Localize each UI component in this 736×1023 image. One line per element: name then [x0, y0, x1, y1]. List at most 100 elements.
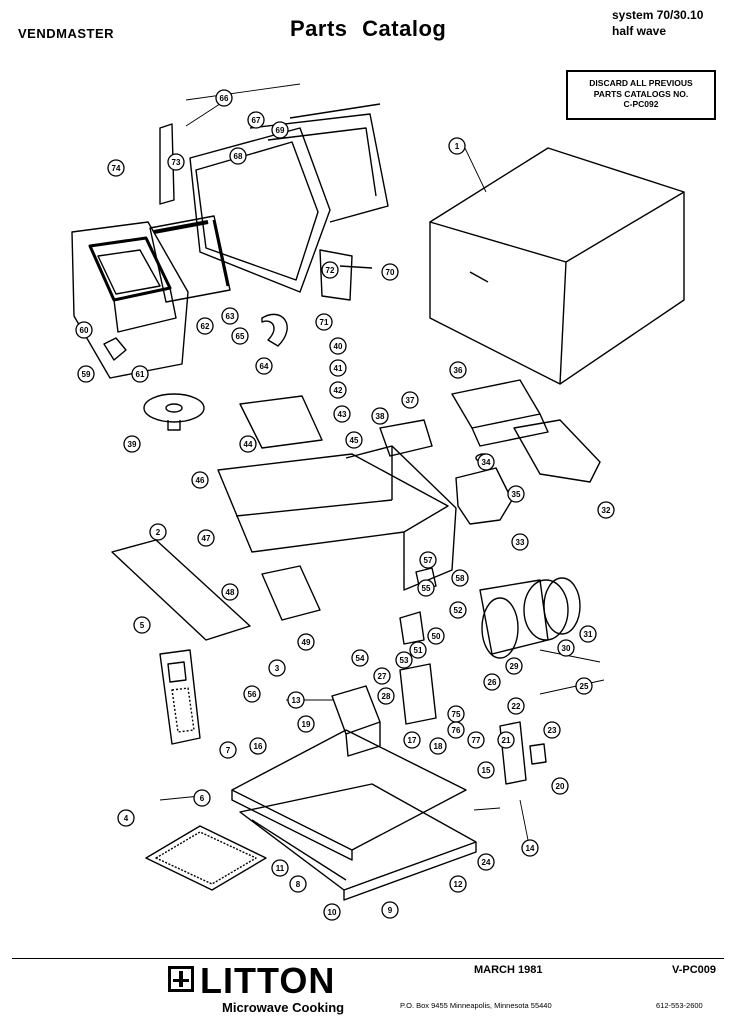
callout-circle	[377, 687, 395, 705]
callout-number: 42	[334, 386, 343, 395]
callout-circle	[597, 501, 615, 519]
callout-number: 9	[388, 906, 393, 915]
callout-37: 37	[401, 391, 419, 409]
callout-43: 43	[333, 405, 351, 423]
callout-24: 24	[477, 853, 495, 871]
callout-circle	[373, 667, 391, 685]
catalog-date: MARCH 1981	[474, 964, 543, 976]
callout-53: 53	[395, 651, 413, 669]
bottom-tray-part	[239, 783, 477, 901]
callout-circle	[131, 365, 149, 383]
callout-50: 50	[427, 627, 445, 645]
callout-number: 47	[202, 534, 211, 543]
callout-circle	[381, 263, 399, 281]
callout-64: 64	[255, 357, 273, 375]
callout-circle	[149, 523, 167, 541]
callout-number: 59	[82, 370, 91, 379]
callout-number: 35	[512, 490, 521, 499]
callout-number: 24	[482, 858, 491, 867]
callout-12: 12	[449, 875, 467, 893]
callout-40: 40	[329, 337, 347, 355]
callout-number: 40	[334, 342, 343, 351]
callout-circle	[231, 327, 249, 345]
callout-circle	[557, 639, 575, 657]
callout-circle	[449, 361, 467, 379]
callout-number: 41	[334, 364, 343, 373]
callout-number: 53	[400, 656, 409, 665]
callout-circle	[229, 147, 247, 165]
callout-circle	[221, 307, 239, 325]
callout-number: 19	[302, 720, 311, 729]
callout-31: 31	[579, 625, 597, 643]
callout-23: 23	[543, 721, 561, 739]
callout-number: 56	[248, 690, 257, 699]
callout-circle	[133, 616, 151, 634]
callout-circle	[243, 685, 261, 703]
callout-number: 48	[226, 588, 235, 597]
callout-number: 63	[226, 312, 235, 321]
callout-circle	[197, 529, 215, 547]
callout-36: 36	[449, 361, 467, 379]
callout-44: 44	[239, 435, 257, 453]
callout-circle	[191, 471, 209, 489]
callout-number: 54	[356, 654, 365, 663]
callout-67: 67	[247, 111, 265, 129]
callout-number: 52	[454, 606, 463, 615]
callout-circle	[505, 657, 523, 675]
callout-number: 75	[452, 710, 461, 719]
footer-divider	[12, 958, 724, 959]
callout-number: 34	[482, 458, 491, 467]
callout-number: 72	[326, 266, 335, 275]
callout-39: 39	[123, 435, 141, 453]
callout-circle	[75, 321, 93, 339]
callout-number: 45	[350, 436, 359, 445]
callout-number: 14	[526, 844, 535, 853]
callout-circle	[268, 659, 286, 677]
callout-68: 68	[229, 147, 247, 165]
callout-circle	[511, 533, 529, 551]
callout-number: 11	[276, 864, 285, 873]
callout-circle	[429, 737, 447, 755]
callout-circle	[255, 357, 273, 375]
callout-61: 61	[131, 365, 149, 383]
chassis-base-part	[231, 729, 467, 861]
callout-number: 65	[236, 332, 245, 341]
company-address: P.O. Box 9455 Minneapolis, Minnesota 554…	[400, 1001, 552, 1010]
callout-77: 77	[467, 731, 485, 749]
system-label: system 70/30.10	[612, 8, 704, 22]
callout-number: 60	[80, 326, 89, 335]
callout-42: 42	[329, 381, 347, 399]
callout-62: 62	[196, 317, 214, 335]
callout-number: 66	[220, 94, 229, 103]
callout-number: 61	[136, 370, 145, 379]
callout-25: 25	[575, 677, 593, 695]
callout-number: 13	[292, 696, 301, 705]
callout-circle	[507, 697, 525, 715]
notice-line-2: PARTS CATALOGS NO.	[593, 88, 689, 99]
callout-41: 41	[329, 359, 347, 377]
catalog-code: V-PC009	[672, 964, 717, 976]
callout-number: 16	[254, 742, 263, 751]
outer-cabinet-part	[429, 147, 685, 385]
callout-circle	[329, 381, 347, 399]
switch-bracket-part	[399, 663, 547, 785]
callout-20: 20	[551, 777, 569, 795]
callout-circle	[215, 89, 233, 107]
callout-number: 22	[512, 702, 521, 711]
callout-circle	[329, 337, 347, 355]
callout-number: 77	[472, 736, 481, 745]
callout-2: 2	[149, 523, 167, 541]
callout-number: 32	[602, 506, 611, 515]
callout-circle	[395, 651, 413, 669]
callout-number: 57	[424, 556, 433, 565]
callout-number: 5	[140, 621, 145, 630]
callout-number: 69	[276, 126, 285, 135]
leader-lines	[159, 83, 605, 841]
callout-number: 23	[548, 726, 557, 735]
callout-number: 70	[386, 268, 395, 277]
callout-circle	[403, 731, 421, 749]
litton-logo-icon	[168, 966, 194, 992]
hinge-part	[103, 313, 288, 361]
callout-57: 57	[419, 551, 437, 569]
callout-74: 74	[107, 159, 125, 177]
